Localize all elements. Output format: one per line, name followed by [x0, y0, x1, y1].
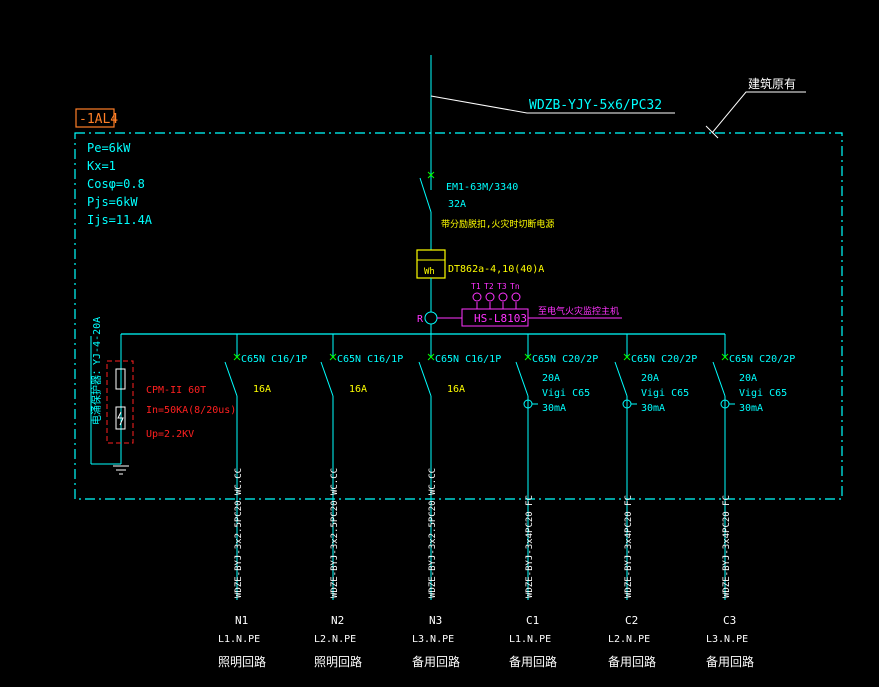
breaker-rating: 20A	[739, 373, 757, 384]
breaker-x	[329, 353, 337, 361]
sensor-t3: T3	[497, 282, 507, 291]
spd-in: In=50KA(8/20us)	[146, 405, 236, 416]
main-breaker-model: EM1-63M/3340	[446, 182, 518, 193]
main-breaker-note: 带分励脱扣,火灾时切断电源	[441, 218, 554, 230]
panel-boundary	[74, 132, 843, 500]
breaker-blade	[418, 361, 432, 397]
breaker-rating: 16A	[253, 384, 271, 395]
spd-model: CPM-II 60T	[146, 385, 206, 396]
sensor-group	[472, 292, 521, 309]
rcd-model: Vigi C65	[542, 388, 590, 399]
rcd-sensitivity: 30mA	[739, 403, 763, 414]
circuit-phase: L2.N.PE	[608, 634, 650, 645]
breaker-model: C65N C20/2P	[532, 354, 598, 365]
breaker-blade	[712, 361, 726, 397]
spd-element-2	[115, 406, 126, 430]
circuit-phase: L3.N.PE	[706, 634, 748, 645]
circuit-phase: L2.N.PE	[314, 634, 356, 645]
spd-dashed-box	[106, 360, 134, 444]
circuit-phase: L3.N.PE	[412, 634, 454, 645]
rcd-sensitivity: 30mA	[542, 403, 566, 414]
circuit-id: C1	[526, 614, 539, 627]
spec-pjs: Pjs=6kW	[87, 195, 138, 209]
circuit-cable: WDZE-BYJ-3x4PC20 FC	[525, 495, 535, 598]
circuit-phase: L1.N.PE	[218, 634, 260, 645]
circuit-cable: WDZE-BYJ-3x2.5PC20 WC.CC	[428, 468, 438, 598]
note-leader	[711, 91, 806, 134]
breaker-x	[721, 353, 729, 361]
breaker-x	[623, 353, 631, 361]
meter-label: Wh	[424, 267, 435, 277]
incoming-cable: WDZB-YJY-5x6/PC32	[529, 98, 662, 113]
circuit-cable: WDZE-BYJ-3x4PC20 FC	[624, 495, 634, 598]
monitor-model: HS-L8103	[474, 312, 527, 325]
breaker-rating: 16A	[447, 384, 465, 395]
breaker-blade	[320, 361, 334, 397]
circuit-cable: WDZE-BYJ-3x2.5PC20 WC.CC	[234, 468, 244, 598]
breaker-blade	[224, 361, 238, 397]
panel-id-box	[75, 108, 115, 128]
breaker-rating: 20A	[542, 373, 560, 384]
spec-ijs: Ijs=11.4A	[87, 213, 153, 227]
main-breaker-blade	[419, 177, 432, 213]
circuit-use: 照明回路	[314, 654, 362, 669]
sensor-t2: T2	[484, 282, 494, 291]
breaker-model: C65N C20/2P	[729, 354, 795, 365]
spd-element-1	[115, 368, 126, 390]
rcd-model: Vigi C65	[739, 388, 787, 399]
circuit-id: C2	[625, 614, 638, 627]
breaker-x	[524, 353, 532, 361]
meter-model: DT862a-4,10(40)A	[448, 264, 544, 275]
outgoing-circuits: C65N C16/1P 16A WDZE-BYJ-3x2.5PC20 WC.CC N1…	[218, 334, 795, 669]
spec-kx: Kx=1	[87, 159, 116, 173]
circuit-id: C3	[723, 614, 736, 627]
circuit-cable: WDZE-BYJ-3x4PC20 FC	[722, 495, 732, 598]
spec-pe: Pe=6kW	[87, 141, 131, 155]
spd-arrow	[117, 411, 124, 426]
breaker-blade	[614, 361, 628, 397]
rcd-model: Vigi C65	[641, 388, 689, 399]
spec-cos: Cosφ=0.8	[87, 177, 145, 191]
rcd-ring	[424, 311, 438, 325]
circuit-use: 备用回路	[412, 654, 460, 669]
breaker-blade	[515, 361, 529, 397]
cable-leader	[430, 95, 675, 114]
spd-up: Up=2.2KV	[146, 429, 194, 440]
circuit-use: 照明回路	[218, 654, 266, 669]
circuit-use: 备用回路	[706, 654, 754, 669]
circuit-id: N3	[429, 614, 442, 627]
rcd-sensitivity: 30mA	[641, 403, 665, 414]
sensor-t1: T1	[471, 282, 481, 291]
breaker-model: C65N C16/1P	[337, 354, 403, 365]
monitor-note: 至电气火灾监控主机	[538, 305, 619, 317]
existing-note: 建筑原有	[748, 76, 796, 91]
circuit-use: 备用回路	[509, 654, 557, 669]
breaker-x	[427, 353, 435, 361]
breaker-rating: 16A	[349, 384, 367, 395]
circuit-use: 备用回路	[608, 654, 656, 669]
panel-id: -1AL4	[79, 112, 118, 127]
rcd-label: R	[417, 314, 424, 325]
circuit-phase: L1.N.PE	[509, 634, 551, 645]
circuit-cable: WDZE-BYJ-3x2.5PC20 WC.CC	[330, 468, 340, 598]
main-breaker-x2	[427, 171, 435, 179]
circuit-id: N1	[235, 614, 248, 627]
breaker-model: C65N C20/2P	[631, 354, 697, 365]
spd-vertical-label: 电涌保护器：YJ-4-20A	[90, 317, 103, 425]
breaker-model: C65N C16/1P	[435, 354, 501, 365]
breaker-model: C65N C16/1P	[241, 354, 307, 365]
note-tick	[705, 125, 719, 139]
circuit-id: N2	[331, 614, 344, 627]
breaker-rating: 20A	[641, 373, 659, 384]
breaker-x	[233, 353, 241, 361]
main-breaker-current: 32A	[448, 199, 466, 210]
sensor-tn: Tn	[510, 282, 520, 291]
